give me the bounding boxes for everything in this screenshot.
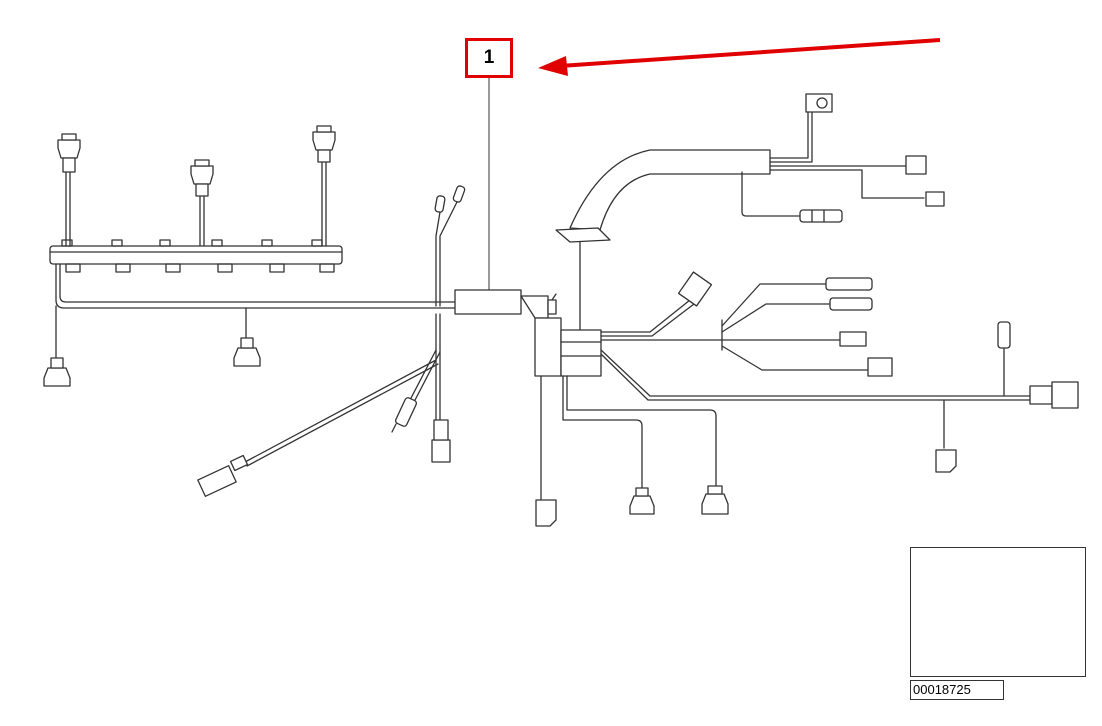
red-arrow-icon [538, 38, 941, 76]
junction-box [454, 289, 602, 377]
sensor-connector [629, 487, 655, 515]
sensor-connector [905, 155, 945, 207]
sensor-connector [43, 357, 71, 387]
lambda-sensor [391, 397, 418, 433]
sensor-connector [935, 449, 957, 473]
sensor-connector [677, 271, 713, 307]
sensor-connector [825, 277, 893, 377]
reference-code: 00018725 [910, 680, 1004, 700]
injector-connector [190, 159, 214, 197]
sensor-connector [197, 454, 249, 497]
injector-connector [312, 125, 336, 163]
cable-conduit [555, 149, 771, 331]
callout-number: 1 [465, 38, 513, 78]
sensor-connector [799, 209, 843, 223]
injector-connector [57, 133, 81, 173]
probe-connector [434, 185, 466, 213]
vehicle-thumbnail [910, 547, 1086, 677]
sensor-connector [1029, 381, 1079, 409]
sensor-connector [431, 419, 451, 463]
probe-connector [997, 321, 1011, 349]
sensor-connector [233, 337, 261, 367]
injector-rail [49, 125, 343, 273]
sensor-connector [805, 93, 833, 113]
sensor-connector [535, 499, 557, 527]
sensor-connector [701, 485, 729, 515]
rail-clips [61, 239, 335, 273]
